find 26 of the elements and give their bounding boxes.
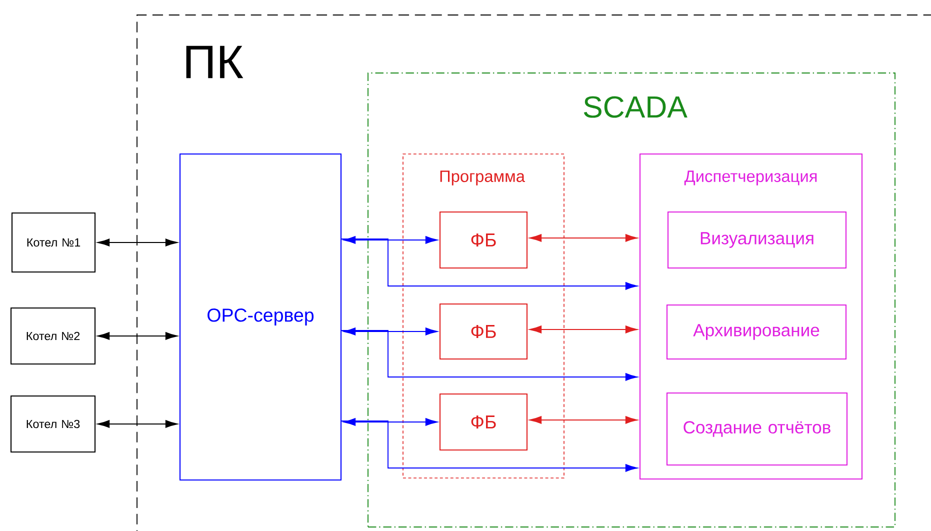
- block-box: ФБ: [439, 211, 528, 269]
- block-box: Котел №1: [11, 212, 96, 273]
- arrow: [530, 234, 638, 242]
- block-box: Создание отчётов: [666, 392, 848, 466]
- block-box: Архивирование: [666, 304, 847, 360]
- arrow: [344, 328, 438, 336]
- arrow: [341, 238, 638, 290]
- frame-title: SCADA: [584, 96, 688, 118]
- arrow: [344, 418, 438, 426]
- arrow: [530, 326, 638, 334]
- arrow: [98, 332, 178, 340]
- block-box: Визуализация: [667, 211, 847, 269]
- arrow: [98, 238, 178, 246]
- arrow: [98, 420, 178, 428]
- arrow: [344, 236, 438, 244]
- block-box: ФБ: [439, 303, 528, 360]
- arrow: [341, 420, 638, 472]
- block-box: ФБ: [439, 393, 528, 451]
- arrow: [341, 330, 638, 381]
- block-box: Котел №2: [10, 307, 96, 365]
- frame-title: Диспетчеризация: [684, 170, 817, 186]
- block-box: Котел №3: [10, 395, 96, 453]
- arrow: [530, 416, 638, 424]
- frame-title: ПК: [186, 46, 244, 78]
- block-box: OPC-сервер: [179, 153, 342, 481]
- frame-title: Программа: [440, 170, 525, 186]
